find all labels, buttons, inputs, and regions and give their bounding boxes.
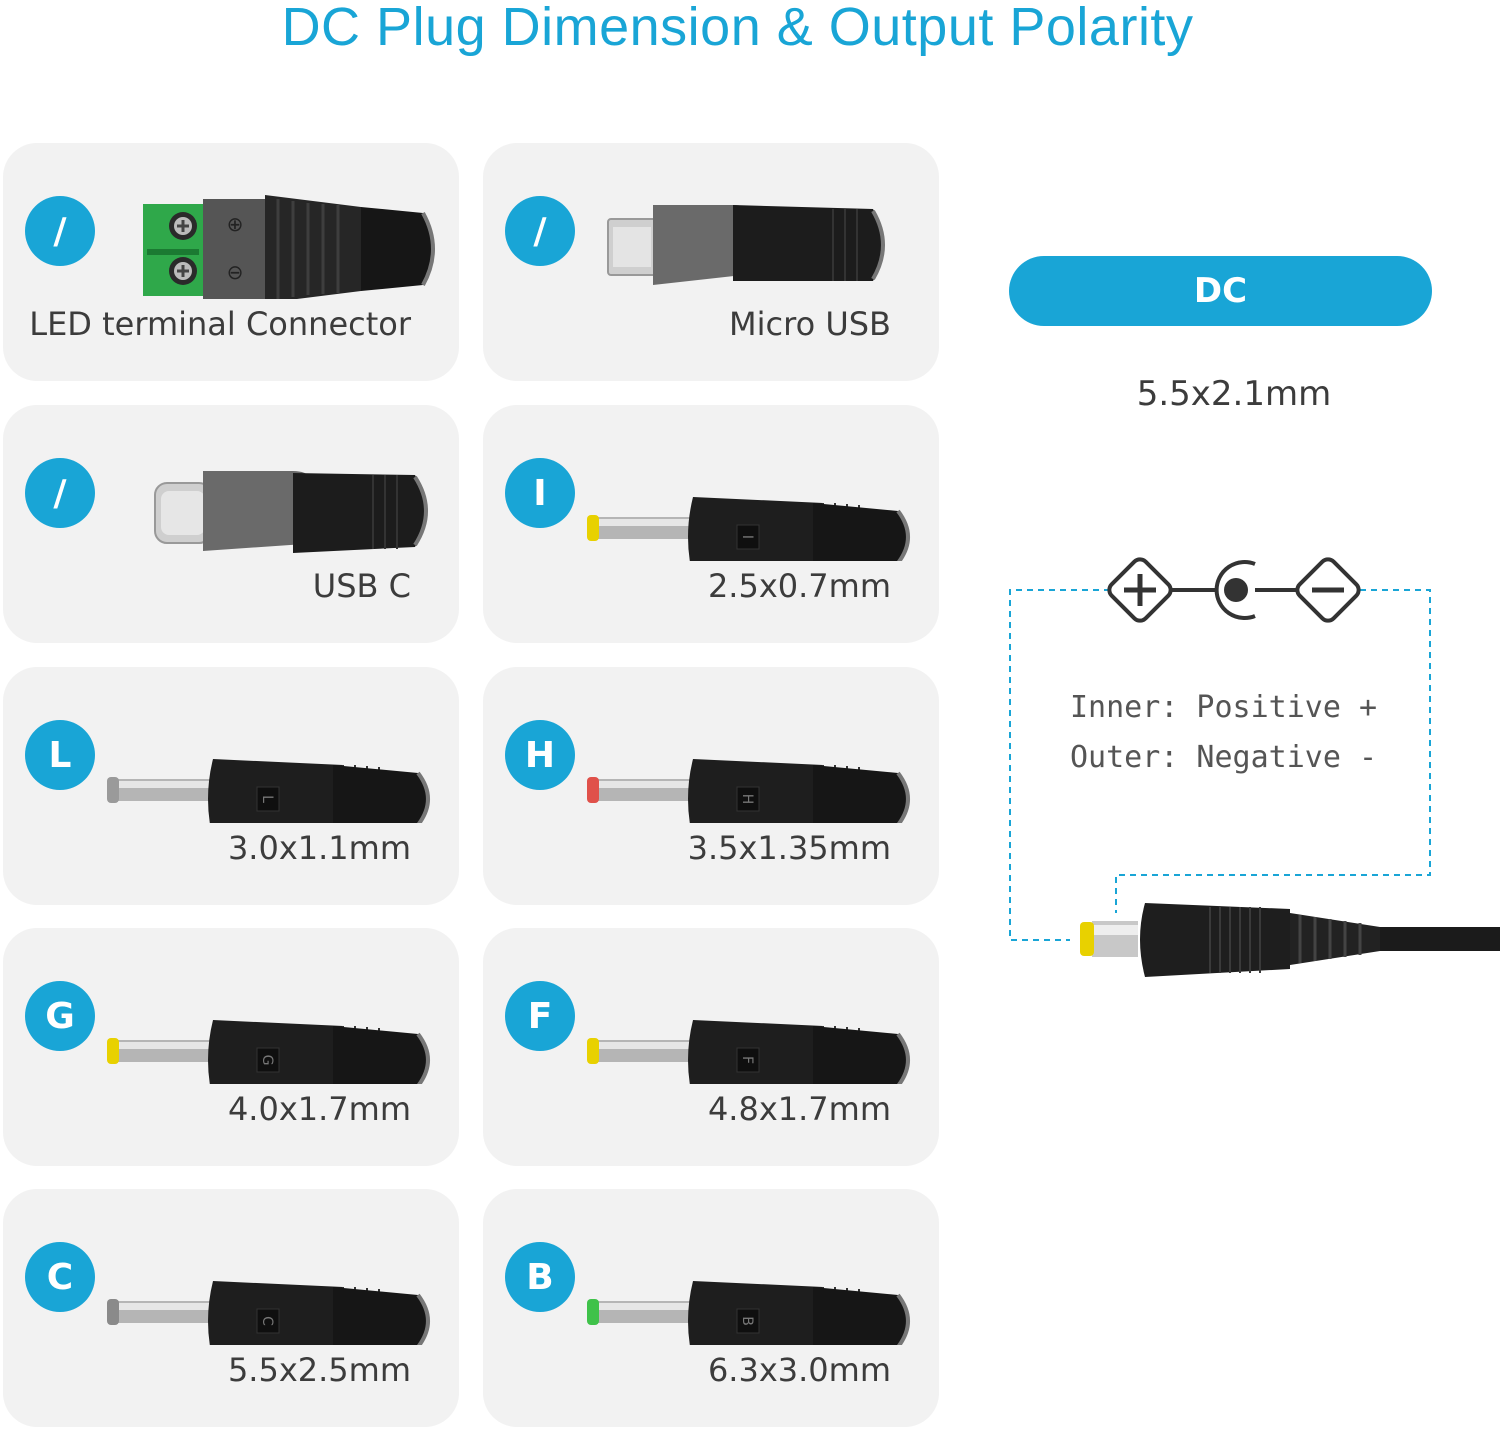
plug-badge: / (505, 196, 575, 266)
plug-card: C C 5.5x2.5mm (3, 1189, 459, 1427)
barrel-plug-icon: L (107, 759, 430, 823)
terminal-connector-icon: ⊕ ⊖ (143, 195, 435, 299)
micro-usb-plug-icon (607, 205, 885, 285)
barrel-plug-icon: B (587, 1281, 910, 1345)
center-pin-icon (1214, 560, 1256, 620)
barrel-plug-icon: C (107, 1281, 430, 1345)
plug-badge: C (25, 1242, 95, 1312)
polarity-diagram (1009, 557, 1500, 977)
barrel-plug-icon: G (107, 1020, 430, 1084)
barrel-plug-icon: F (587, 1020, 910, 1084)
page-title: DC Plug Dimension & Output Polarity (281, 0, 1194, 57)
plug-badge: B (505, 1242, 575, 1312)
plus-diamond-icon (1107, 557, 1173, 623)
dc-plug-icon (1080, 903, 1500, 977)
plug-label: LED terminal Connector (29, 305, 411, 343)
plug-label: 2.5x0.7mm (707, 567, 891, 605)
svg-text:I: I (739, 535, 755, 539)
plug-badge: L (25, 720, 95, 790)
plug-label: 3.0x1.1mm (227, 829, 411, 867)
svg-text:⊖: ⊖ (227, 260, 244, 284)
plug-badge: F (505, 981, 575, 1051)
svg-text:H: H (739, 794, 755, 805)
plug-card: / ⊕ ⊖ LED terminal Connector (3, 143, 459, 381)
plug-card: B B 6.3x3.0mm (483, 1189, 939, 1427)
plug-card: H H 3.5x1.35mm (483, 667, 939, 905)
svg-text:G: G (259, 1055, 275, 1066)
plug-badge: / (25, 458, 95, 528)
dc-pill: DC (1009, 256, 1432, 326)
plug-badge: G (25, 981, 95, 1051)
plug-card: / Micro USB (483, 143, 939, 381)
polarity-inner: Inner: Positive + (1070, 690, 1378, 725)
plug-label: 5.5x2.5mm (227, 1351, 411, 1389)
plug-badge: I (505, 458, 575, 528)
plug-card: / USB C (3, 405, 459, 643)
barrel-plug-icon: I (587, 497, 910, 561)
svg-text:B: B (739, 1316, 755, 1326)
minus-diamond-icon (1295, 557, 1361, 623)
plug-card: I I 2.5x0.7mm (483, 405, 939, 643)
svg-text:⊕: ⊕ (227, 212, 244, 236)
usb-c-plug-icon (154, 471, 428, 553)
plug-card: L L 3.0x1.1mm (3, 667, 459, 905)
plug-card: G G 4.0x1.7mm (3, 928, 459, 1166)
plug-label: 6.3x3.0mm (707, 1351, 891, 1389)
plug-label: 4.0x1.7mm (227, 1090, 411, 1128)
plug-badge: H (505, 720, 575, 790)
barrel-plug-icon: H (587, 759, 910, 823)
svg-text:F: F (739, 1056, 755, 1064)
plug-label: Micro USB (729, 305, 891, 343)
polarity-outer: Outer: Negative - (1070, 740, 1378, 775)
dc-size: 5.5x2.1mm (1136, 374, 1332, 414)
plug-card: F F 4.8x1.7mm (483, 928, 939, 1166)
plug-label: 4.8x1.7mm (707, 1090, 891, 1128)
svg-text:L: L (259, 795, 275, 803)
plug-badge: / (25, 196, 95, 266)
svg-text:C: C (259, 1316, 275, 1326)
plug-label: 3.5x1.35mm (687, 829, 891, 867)
plug-label: USB C (312, 567, 411, 605)
